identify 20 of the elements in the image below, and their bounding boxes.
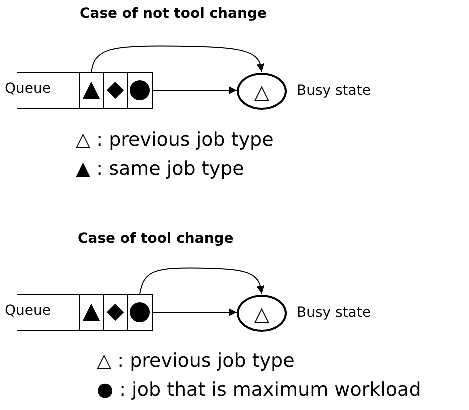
queue-label: Queue bbox=[5, 81, 51, 97]
heading: Case of tool change bbox=[78, 231, 234, 247]
queue-label: Queue bbox=[5, 303, 51, 319]
arrow bbox=[152, 308, 238, 316]
legend-note: ▲ : same job type bbox=[76, 158, 244, 180]
queue-slot bbox=[127, 72, 153, 108]
state-label: Busy state bbox=[297, 83, 371, 99]
job-type-symbol: △ bbox=[254, 82, 270, 102]
arrow bbox=[140, 268, 265, 294]
queue-slot bbox=[127, 294, 153, 330]
job-type-symbol: △ bbox=[254, 304, 270, 324]
state-ellipse bbox=[237, 73, 287, 110]
arrow bbox=[91, 46, 265, 72]
legend-note: ● : job that is maximum workload bbox=[97, 379, 422, 401]
state-ellipse bbox=[237, 295, 287, 332]
heading: Case of not tool change bbox=[80, 6, 267, 22]
legend-note: △ : previous job type bbox=[76, 129, 274, 151]
state-label: Busy state bbox=[297, 305, 371, 321]
legend-note: △ : previous job type bbox=[97, 350, 295, 372]
arrow bbox=[152, 86, 238, 94]
